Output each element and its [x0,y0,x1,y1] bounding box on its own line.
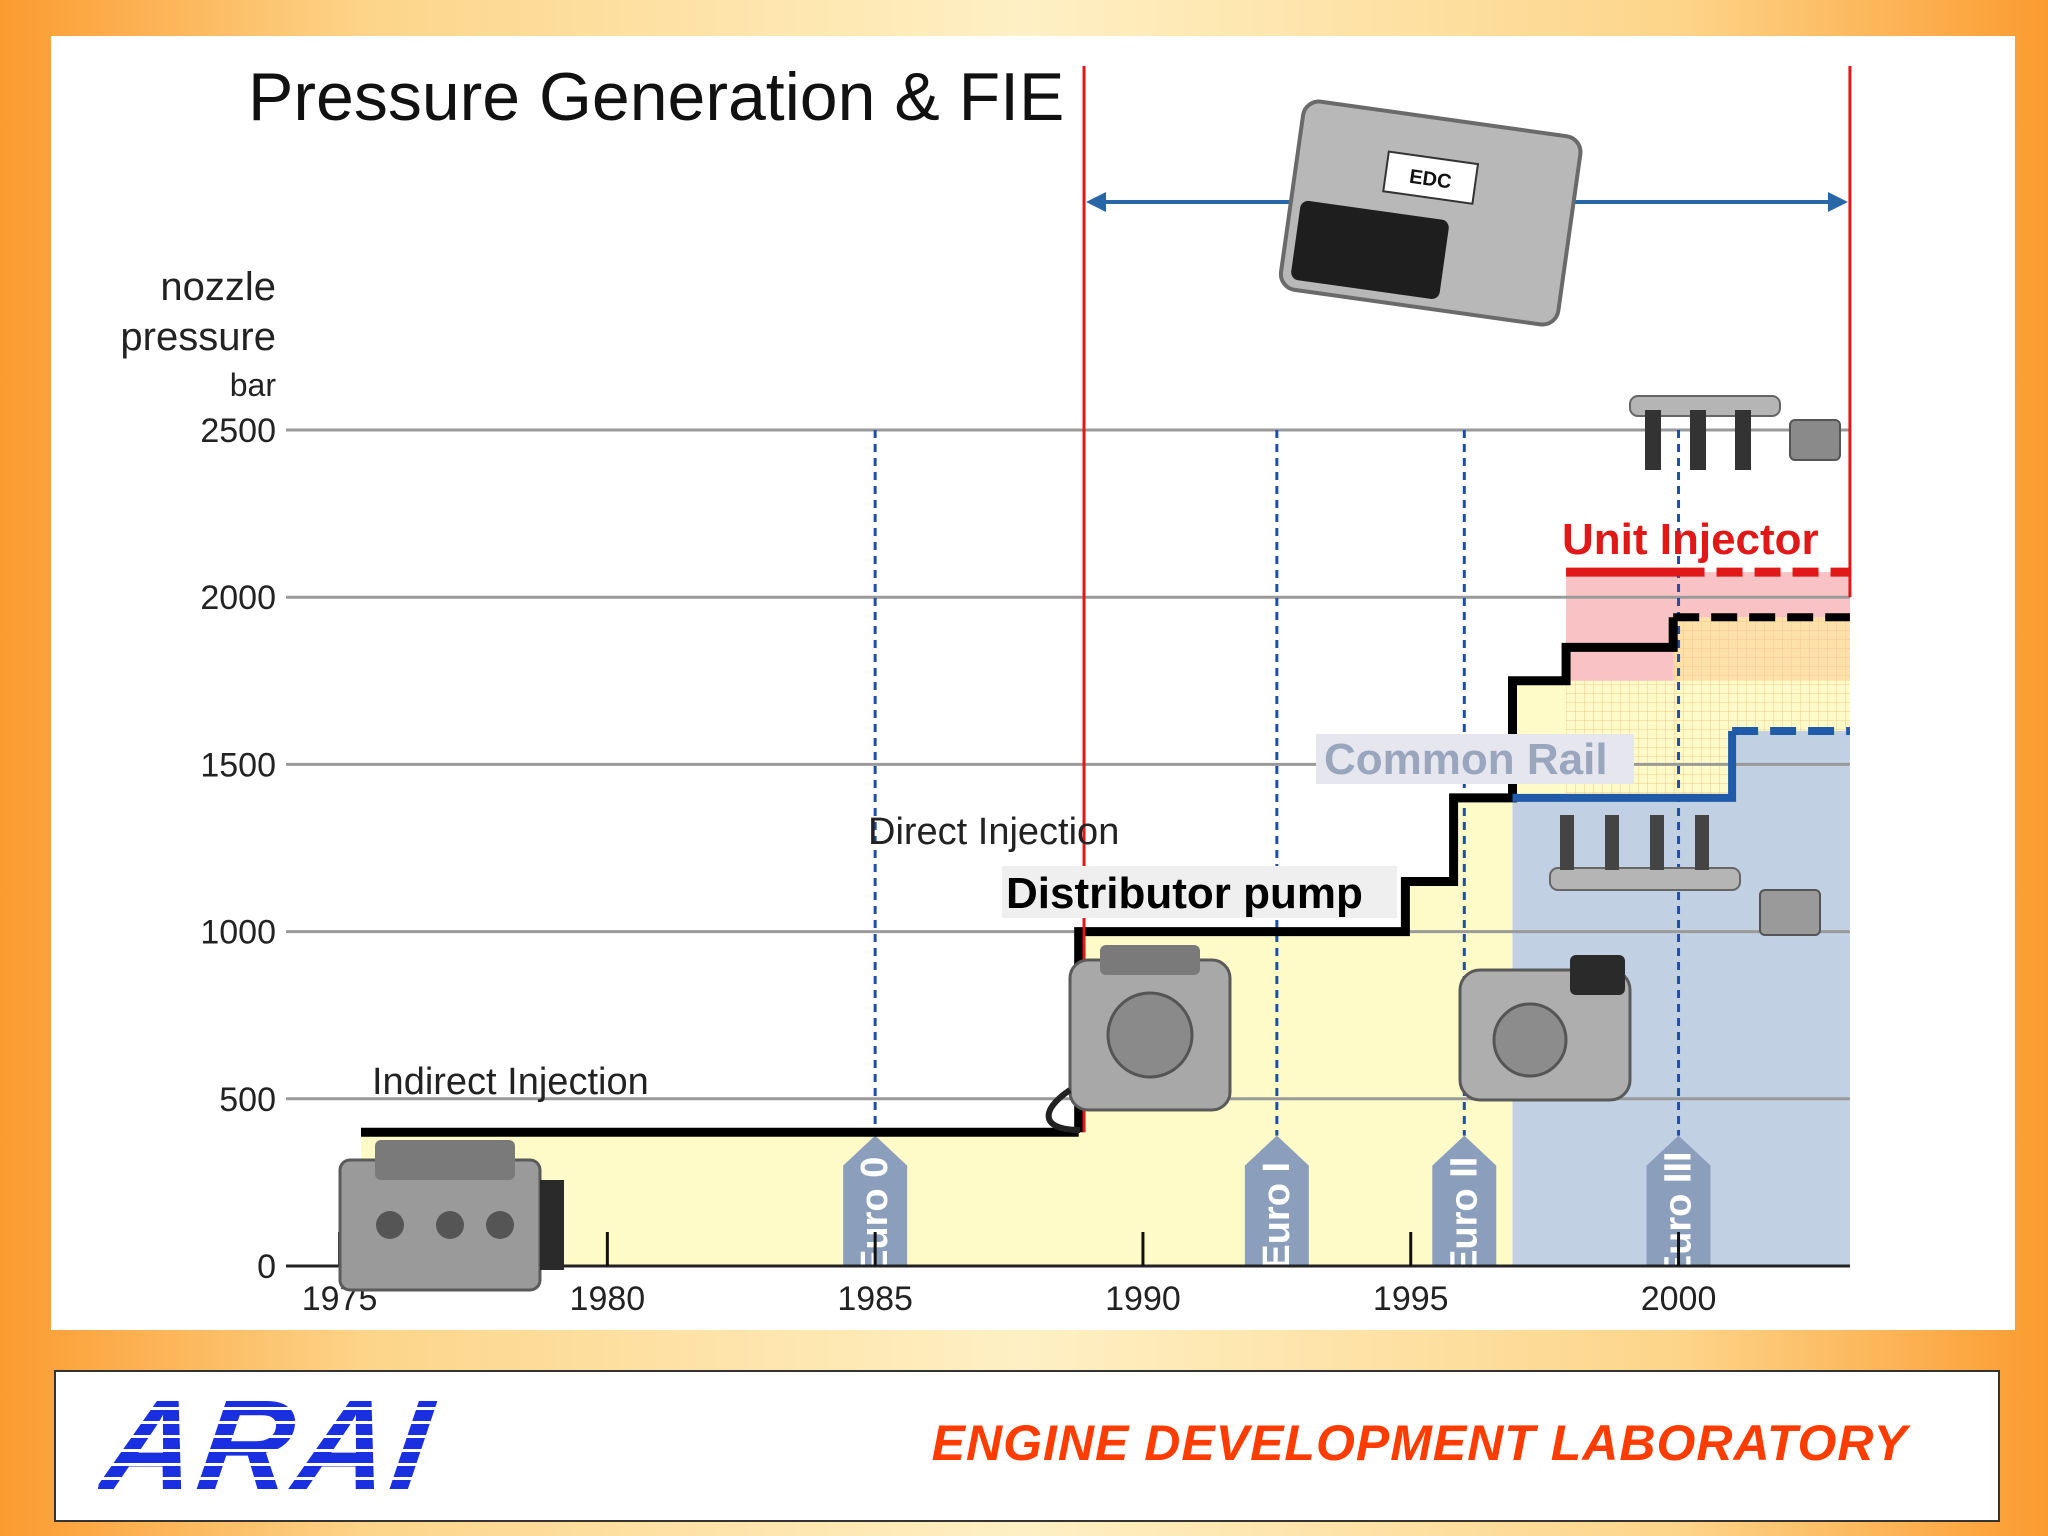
y-tick-label-500: 500 [219,1081,276,1119]
euro-marker-0 [843,1135,908,1266]
x-tick-label-1980: 1980 [570,1280,646,1318]
lab-name: ENGINE DEVELOPMENT LABORATORY [931,1415,1908,1471]
label-distributor-pump: Distributor pump [1006,869,1363,918]
y-tick-label-1500: 1500 [200,746,276,784]
euro-label-2: Euro II [1443,1157,1485,1275]
y-tick-label-1000: 1000 [200,914,276,952]
y-tick-labels: 0 500 1000 1500 2000 2500 [200,412,276,1286]
label-common-rail: Common Rail [1324,735,1608,784]
y-axis-title: nozzle pressure bar [120,265,276,403]
label-distributor-pump-bg [1002,866,1397,918]
arai-logo: ARAI [94,1374,443,1517]
edc-arrow-head-left [1086,192,1107,212]
distributor-pump-icon [1045,945,1232,1133]
euro-marker-2 [1432,1135,1497,1266]
edc-arrow-head-right [1827,192,1848,212]
label-indirect-injection: Indirect Injection [372,1061,649,1103]
edc-range: EDC [1082,66,1852,1133]
slide-title: Pressure Generation & FIE [248,59,1064,135]
x-tick-label-1985: 1985 [837,1280,913,1318]
area-fill-unit-injector [1566,572,1850,681]
x-tick-label-2000: 2000 [1641,1280,1717,1318]
x-tick-label-1990: 1990 [1105,1280,1181,1318]
y-tick-label-0: 0 [257,1248,276,1286]
area-fill-distributor [360,617,1850,1266]
y-tick-label-2500: 2500 [200,412,276,450]
inline-pump-icon [338,1140,564,1292]
y-axis-title-line-3: bar [230,367,277,403]
y-tick-label-2000: 2000 [200,579,276,617]
label-unit-injector: Unit Injector [1562,515,1819,564]
series-lines [360,567,1850,1137]
y-axis-title-line-2: pressure [120,315,276,359]
footer-bar: ARAI ENGINE DEVELOPMENT LABORATORY [54,1370,2000,1522]
unit-injector-icon [1629,395,1841,470]
x-tick-label-1995: 1995 [1373,1280,1449,1318]
vp-pump-icon [1458,955,1632,1102]
series-line-distributor [1074,617,1678,1133]
series-labels: Indirect Injection Direct Injection Dist… [372,515,1819,1103]
area-fill-common-rail [1512,730,1850,1266]
ecu-illustration: EDC [1278,99,1583,327]
label-direct-injection: Direct Injection [868,811,1119,853]
ecu-label-plate [1382,150,1480,205]
device-illustrations [338,395,1841,1292]
euro-marker-1 [1244,1135,1309,1266]
euro-marker-3 [1646,1135,1711,1266]
y-axis-title-line-1: nozzle [160,265,276,309]
common-rail-injectors-icon [1549,815,1821,936]
ecu-connector [1291,200,1449,299]
label-common-rail-bg [1316,734,1634,784]
euro-label-1: Euro I [1256,1162,1298,1270]
series-line-common-rail [1512,730,1737,802]
